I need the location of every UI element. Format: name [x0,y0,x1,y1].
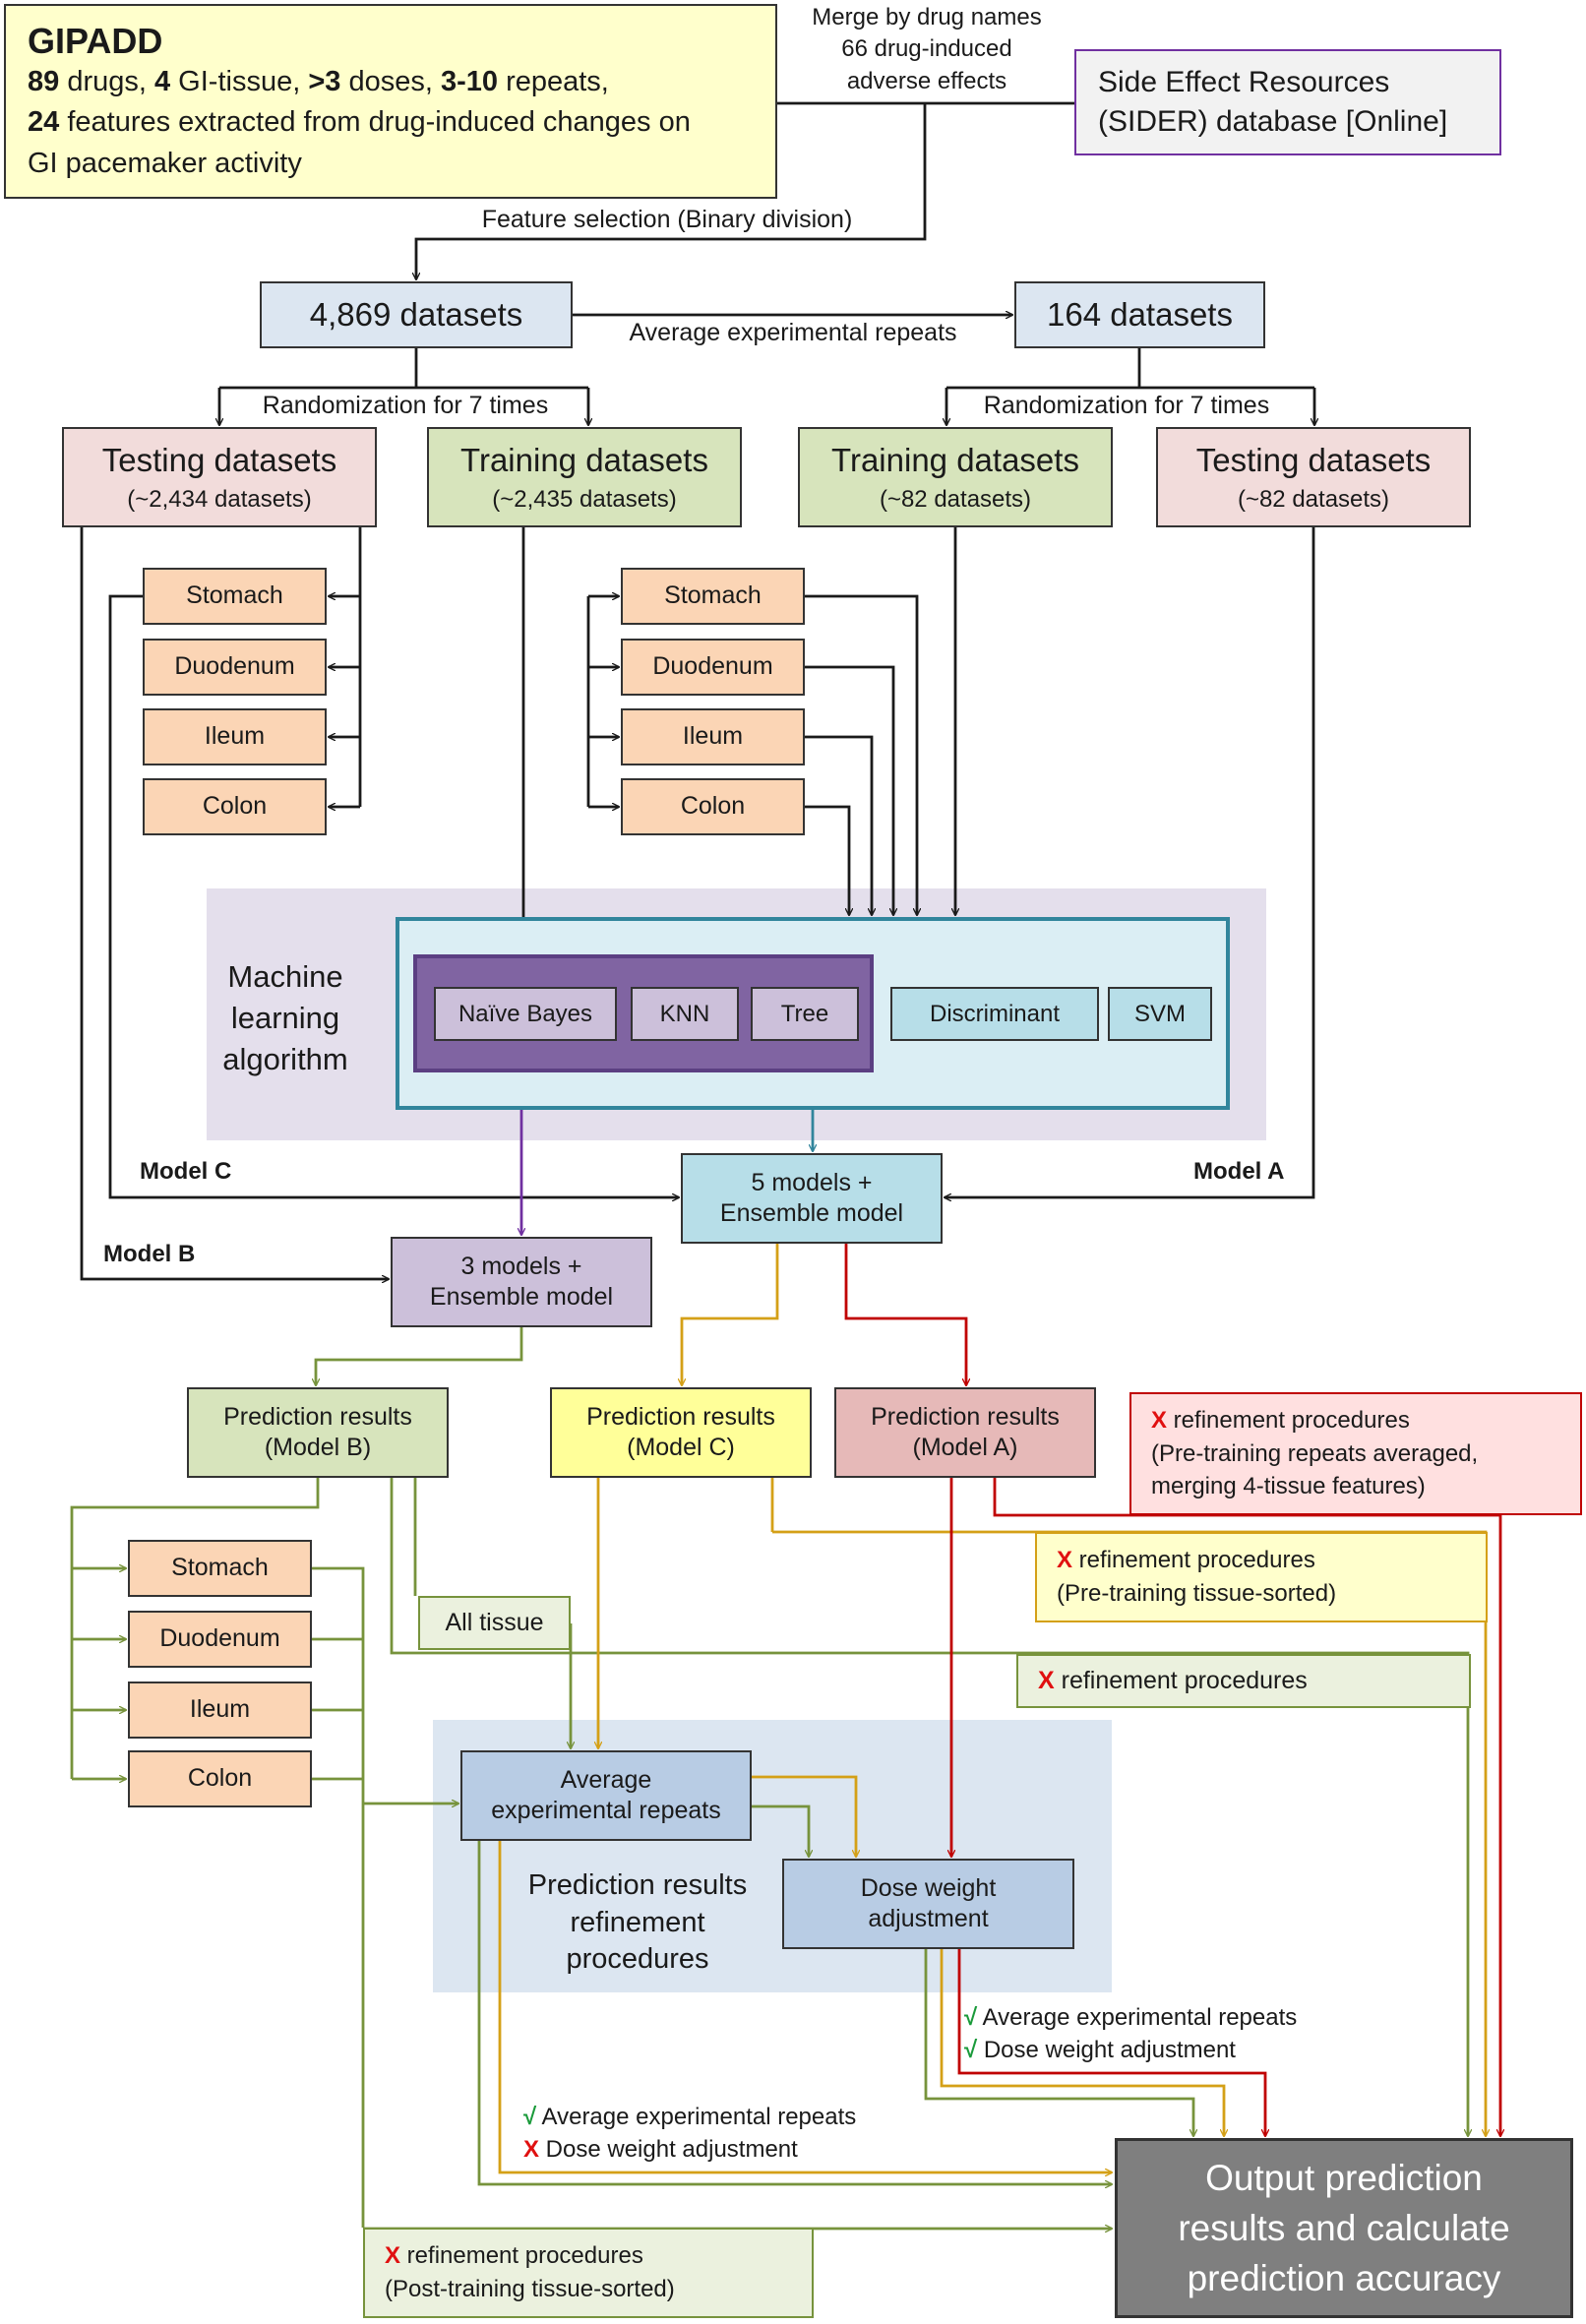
connector-green-36 [70,1478,320,1779]
tissue-duodenum-right: Duodenum [621,639,805,696]
tissue-stomach-lower: Stomach [128,1540,312,1597]
refinement-note-model-c: X refinement procedures (Pre-training ti… [1035,1532,1488,1622]
algo-discriminant: Discriminant [890,987,1099,1041]
testing-datasets-right: Testing datasets(~82 datasets) [1156,427,1471,527]
connector-black-25 [805,594,917,915]
model-b-label: Model B [103,1241,196,1267]
randomization-label-left: Randomization for 7 times [262,392,549,419]
algo-knn: KNN [631,987,739,1041]
connector-green-41 [312,1566,365,2228]
prediction-model-b: Prediction results(Model B) [187,1387,449,1478]
tissue-stomach-left: Stomach [143,568,327,625]
all-tissue-box: All tissue [418,1596,571,1650]
algo-svm: SVM [1108,987,1212,1041]
connector-black-28 [805,805,849,915]
training-datasets-left: Training datasets(~2,435 datasets) [427,427,742,527]
connector-black-26 [805,665,893,915]
connector-red-35 [844,1244,966,1385]
connector-gold-58 [498,1841,1112,2172]
prediction-model-a: Prediction results(Model A) [834,1387,1096,1478]
gipadd-title: GIPADD [28,21,163,61]
gipadd-box: GIPADD 89 drugs, 4 GI-tissue, >3 doses, … [4,4,777,199]
three-models-box: 3 models +Ensemble model [391,1237,652,1327]
tissue-ileum-left: Ileum [143,708,327,765]
connector-gold-55 [752,1775,856,1857]
prediction-model-c: Prediction results(Model C) [550,1387,812,1478]
connector-green-57 [477,1841,1112,2184]
gipadd-line-1: 89 drugs, 4 GI-tissue, >3 doses, 3-10 re… [28,66,609,98]
refinement-note-model-b: X refinement procedures [1016,1654,1471,1708]
connector-green-49 [390,1478,1468,2136]
connector-red-54 [993,1478,1500,2136]
tissue-ileum-right: Ileum [621,708,805,765]
refinement-note-post-training: X refinement procedures (Post-training t… [363,2228,814,2318]
feature-selection-label: Feature selection (Binary division) [481,206,853,233]
tissue-colon-right: Colon [621,778,805,835]
gipadd-line-3: GI pacemaker activity [28,147,302,179]
checks-dose-path: √ Average experimental repeats √ Dose we… [964,2004,1298,2064]
connector-red-61 [957,1949,1265,2136]
gipadd-line-2: 24 features extracted from drug-induced … [28,106,691,139]
average-repeats-label: Average experimental repeats [629,319,957,346]
tissue-colon-lower: Colon [128,1750,312,1807]
randomization-label-right: Randomization for 7 times [983,392,1270,419]
tissue-stomach-right: Stomach [621,568,805,625]
algo-tree: Tree [751,987,859,1041]
datasets-164-box: 164 datasets [1014,281,1265,348]
connector-black-30 [945,527,1315,1197]
connector-black-27 [805,735,872,915]
connector-black-2 [416,103,927,279]
connector-green-33 [316,1327,523,1385]
tissue-duodenum-left: Duodenum [143,639,327,696]
model-c-label: Model C [140,1158,232,1185]
testing-datasets-left: Testing datasets(~2,434 datasets) [62,427,377,527]
connector-black-18 [80,527,389,1279]
checks-average-path: √ Average experimental repeats X Dose we… [523,2104,857,2164]
model-a-label: Model A [1193,1158,1285,1185]
connector-gold-34 [682,1244,779,1385]
connector-black-17 [108,594,679,1197]
five-models-box: 5 models +Ensemble model [681,1153,943,1244]
algo-naive-bayes: Naïve Bayes [434,987,617,1041]
training-datasets-right: Training datasets(~82 datasets) [798,427,1113,527]
refinement-note-model-a: X refinement procedures (Pre-training re… [1129,1392,1582,1515]
datasets-4869-box: 4,869 datasets [260,281,573,348]
connector-green-56 [752,1804,809,1857]
connector-gold-60 [940,1949,1224,2136]
connector-green-59 [924,1949,1193,2136]
tissue-colon-left: Colon [143,778,327,835]
sider-box: Side Effect Resources(SIDER) database [O… [1074,49,1501,155]
tissue-duodenum-lower: Duodenum [128,1611,312,1668]
tissue-ileum-lower: Ileum [128,1682,312,1739]
